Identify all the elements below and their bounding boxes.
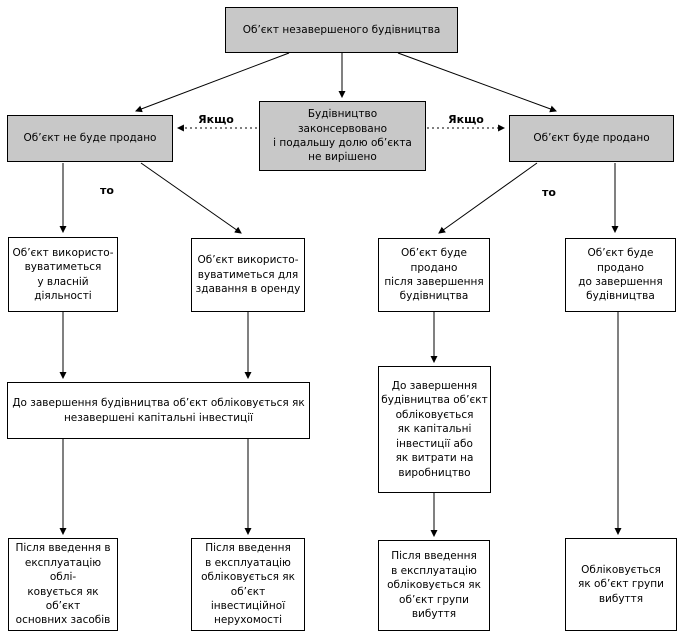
- node-sold-after-completion: Об’єкт буде продано після завершення буд…: [378, 238, 490, 312]
- label-then-left: то: [92, 184, 122, 197]
- node-unfinished-capital-investments: До завершення будівництва об’єкт обліков…: [7, 382, 310, 439]
- node-capital-investments-or-production-costs: До завершення будівництва об’єкт обліков…: [378, 366, 491, 493]
- node-used-for-rent: Об’єкт використо- вуватиметься для здава…: [191, 238, 305, 312]
- node-sold-before-completion: Об’єкт буде продано до завершення будівн…: [565, 238, 676, 312]
- node-disposal-group: Обліковується як об’єкт групи вибуття: [565, 538, 677, 631]
- node-used-in-own-activity: Об’єкт використо- вуватиметься у власній…: [8, 237, 118, 312]
- node-object-not-sold: Об’єкт не буде продано: [7, 115, 173, 162]
- node-fixed-assets: Після введення в експлуатацію облі- кову…: [8, 538, 118, 631]
- node-investment-property: Після введення в експлуатацію обліковуєт…: [191, 538, 305, 631]
- node-object-sold: Об’єкт буде продано: [509, 115, 674, 162]
- label-then-right: то: [534, 186, 564, 199]
- label-if-left: Якщо: [194, 113, 238, 126]
- node-construction-mothballed: Будівництво законсервовано і подальшу до…: [259, 101, 426, 171]
- node-disposal-group-after-commissioning: Після введення в експлуатацію обліковуєт…: [378, 540, 490, 631]
- node-unfinished-construction-object: Об’єкт незавершеного будівництва: [225, 7, 458, 53]
- label-if-right: Якщо: [444, 113, 488, 126]
